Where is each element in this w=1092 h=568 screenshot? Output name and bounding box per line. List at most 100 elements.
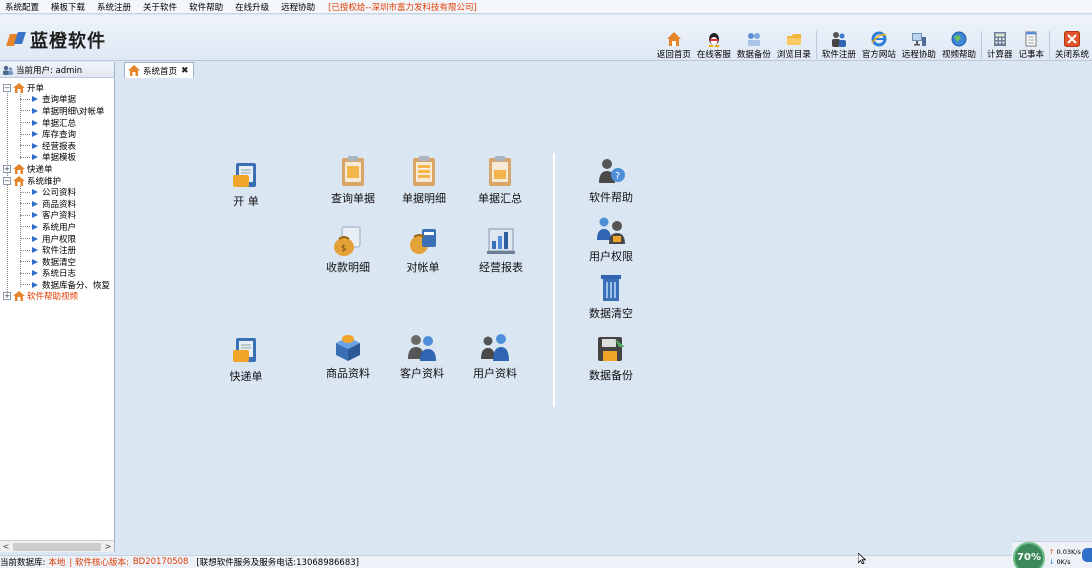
collapse-toggle[interactable]: −	[3, 83, 11, 92]
expand-toggle[interactable]: +	[3, 164, 11, 173]
tree-item-label: 系统日志	[42, 269, 77, 280]
desk-query-docs[interactable]: 查询单据	[318, 156, 388, 206]
desk-payment-detail[interactable]: $ 收款明细	[313, 225, 383, 275]
toolbar-browse-dir-button[interactable]: 浏览目录	[774, 31, 814, 60]
desk-clear-data[interactable]: 数据清空	[576, 271, 646, 321]
tree-item-db-backup[interactable]: 数据库备分、恢复	[0, 279, 114, 291]
toolbar-separator	[1048, 31, 1050, 59]
tree-node-billing[interactable]: − 开单	[0, 82, 114, 94]
qq-penguin-icon	[706, 31, 722, 47]
desk-caption: 单据汇总	[478, 192, 522, 205]
desk-user-permission[interactable]: 用户权限	[576, 214, 646, 264]
version-value: BD20170508	[132, 557, 189, 567]
scroll-left-arrow[interactable]: <	[2, 542, 10, 551]
menu-system-register[interactable]: 系统注册	[97, 2, 132, 13]
version-label: | 软件核心版本:	[69, 558, 129, 568]
desk-caption: 快递单	[229, 370, 263, 383]
express-icon	[230, 334, 262, 366]
open-order-icon	[230, 159, 262, 191]
toolbar-remote-button[interactable]: 远程协助	[899, 31, 939, 60]
tree-item-clear-data[interactable]: 数据清空	[0, 256, 114, 268]
tree-item-doc-template[interactable]: 单据模板	[0, 152, 114, 164]
desk-user-info[interactable]: 用户资料	[460, 331, 530, 381]
desk-caption: 对帐单	[406, 261, 440, 274]
expand-toggle[interactable]: +	[3, 292, 11, 301]
desk-express[interactable]: 快递单	[211, 334, 281, 384]
menu-system-config[interactable]: 系统配置	[5, 2, 40, 13]
current-user-label: 当前用户: admin	[16, 65, 83, 76]
toolbar-register-button[interactable]: 软件注册	[819, 31, 859, 60]
status-bar: 当前数据库: 本地 | 软件核心版本: BD20170508 [联想软件服务及服…	[0, 555, 1092, 568]
tree-item-products[interactable]: 商品资料	[0, 198, 114, 210]
arrow-icon	[32, 142, 38, 149]
home-icon	[128, 65, 140, 76]
tree-item-company[interactable]: 公司资料	[0, 186, 114, 198]
network-monitor-widget[interactable]: 70% ↑ 0.03K/s ↓ 0K/s	[1012, 541, 1092, 568]
toolbar-backup-button[interactable]: 数据备份	[734, 31, 774, 60]
tree-item-customers[interactable]: 客户资料	[0, 210, 114, 221]
tree-node-system[interactable]: − 系统维护	[0, 175, 114, 187]
ie-browser-icon	[871, 31, 887, 47]
arrow-icon	[32, 270, 38, 277]
product-box-icon	[332, 331, 364, 363]
tree-node-help-video[interactable]: + 软件帮助视频	[0, 291, 114, 302]
tree-node-express[interactable]: + 快递单	[0, 163, 114, 175]
tree-item-software-register[interactable]: 软件注册	[0, 244, 114, 256]
desk-caption: 开 单	[233, 195, 259, 208]
menu-about[interactable]: 关于软件	[143, 2, 178, 13]
toolbar-online-service-button[interactable]: 在线客服	[694, 31, 734, 60]
tree-item-system-log[interactable]: 系统日志	[0, 268, 114, 280]
desk-statement[interactable]: 对帐单	[388, 225, 458, 275]
collapse-toggle[interactable]: −	[3, 176, 11, 185]
toolbar-close-system-button[interactable]: 关闭系统	[1052, 31, 1092, 60]
desk-reports[interactable]: 经营报表	[466, 225, 536, 275]
toolbar-video-help-button[interactable]: 视频帮助	[939, 31, 979, 60]
toolbar-home-button[interactable]: 返回首页	[654, 31, 694, 60]
arrow-icon	[32, 96, 38, 103]
tree-item-doc-detail[interactable]: 单据明细\对帐单	[0, 105, 114, 117]
tree-connector	[7, 88, 8, 294]
toolbar-label: 官方网站	[861, 50, 896, 60]
tab-close-icon[interactable]: ✖	[181, 65, 189, 76]
net-speed: ↑ 0.03K/s ↓ 0K/s	[1049, 547, 1081, 567]
menu-remote-assist[interactable]: 远程协助	[281, 2, 316, 13]
left-nav-panel: 当前用户: admin − 开单 查询单据 单据明细\对帐单 单据汇总 库存查询…	[0, 62, 115, 552]
desk-caption: 软件帮助	[589, 191, 633, 204]
svg-text:$: $	[341, 244, 347, 254]
tree-node-label: 开单	[27, 83, 45, 94]
tab-home[interactable]: 系统首页 ✖	[124, 62, 194, 78]
desk-data-backup[interactable]: 数据备份	[576, 333, 646, 383]
desk-open-order[interactable]: 开 单	[211, 159, 281, 209]
tree-item-label: 单据模板	[42, 153, 77, 164]
menu-template-download[interactable]: 模板下载	[51, 2, 86, 13]
current-user-bar: 当前用户: admin	[0, 62, 114, 78]
arrow-icon	[32, 131, 38, 138]
tree-item-reports[interactable]: 经营报表	[0, 140, 114, 152]
toolbar-website-button[interactable]: 官方网站	[859, 31, 899, 60]
menu-online-upgrade[interactable]: 在线升级	[235, 2, 270, 13]
desk-products[interactable]: 商品资料	[313, 331, 383, 381]
scroll-thumb[interactable]	[13, 542, 101, 551]
floppy-backup-icon	[595, 333, 627, 365]
desk-doc-detail[interactable]: 单据明细	[389, 156, 459, 206]
money-bag-icon: $	[332, 225, 364, 257]
toolbar-notepad-button[interactable]: 记事本	[1015, 31, 1047, 60]
query-document-icon	[337, 156, 369, 188]
menu-help[interactable]: 软件帮助	[189, 2, 224, 13]
desk-software-help[interactable]: ? 软件帮助	[576, 155, 646, 205]
tree-item-doc-summary[interactable]: 单据汇总	[0, 117, 114, 129]
remote-computer-icon	[911, 31, 927, 47]
tree-item-query-docs[interactable]: 查询单据	[0, 94, 114, 105]
toolbar-calculator-button[interactable]: 计算器	[984, 31, 1016, 60]
horizontal-scrollbar[interactable]: < >	[0, 540, 114, 552]
scroll-right-arrow[interactable]: >	[104, 542, 112, 551]
document-summary-icon	[484, 156, 516, 188]
widget-expand-button[interactable]	[1082, 548, 1092, 562]
service-phone: [联想软件服务及服务电话:13068986683]	[196, 558, 359, 568]
desk-doc-summary[interactable]: 单据汇总	[465, 156, 535, 206]
arrow-icon	[32, 154, 38, 161]
desk-customers[interactable]: 客户资料	[387, 331, 457, 381]
tree-item-inventory[interactable]: 库存查询	[0, 128, 114, 140]
tree-item-system-users[interactable]: 系统用户	[0, 221, 114, 233]
tree-item-permissions[interactable]: 用户权限	[0, 233, 114, 245]
